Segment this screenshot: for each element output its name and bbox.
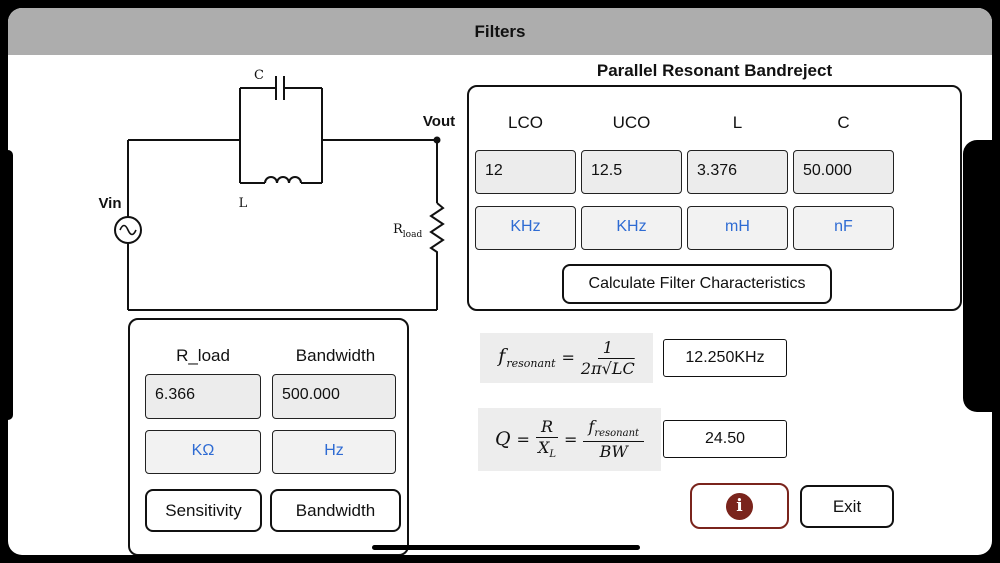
equals-sign: = <box>561 348 575 367</box>
circuit-diagram: Vin Vout C L Rload <box>98 68 455 311</box>
denominator: XL <box>538 438 556 460</box>
x-var: X <box>537 437 550 457</box>
uco-header: UCO <box>612 113 651 132</box>
inductor-label: L <box>239 196 248 211</box>
bandwidth-header: Bandwidth <box>295 346 376 365</box>
numerator: fresonant <box>583 416 645 443</box>
fraction: 1 2π√LC <box>581 339 635 377</box>
sine-icon <box>119 224 137 236</box>
c-input[interactable]: 50.000 <box>793 150 894 194</box>
f-var: f <box>498 345 506 368</box>
numerator: 1 <box>597 339 618 359</box>
vout-label: Vout <box>423 113 455 130</box>
panel-title: Parallel Resonant Bandreject <box>596 61 833 80</box>
l-unit-button[interactable]: mH <box>687 206 788 250</box>
rload-header: R_load <box>176 346 230 365</box>
bandwidth-button[interactable]: Bandwidth <box>270 489 401 532</box>
f-sub: resonant <box>594 428 640 440</box>
vin-label: Vin <box>98 195 121 212</box>
lco-unit-button[interactable]: KHz <box>475 206 576 250</box>
q-result: 24.50 <box>663 420 787 458</box>
rload-label: Rload <box>393 222 422 240</box>
home-indicator[interactable] <box>372 545 640 550</box>
fraction: R XL <box>535 418 558 460</box>
capacitor-icon <box>240 76 322 100</box>
load-bandwidth-panel: R_load Bandwidth 6.366 500.000 KΩ Hz Sen… <box>128 318 409 555</box>
bezel-cutout-right <box>963 140 992 412</box>
fresonant-formula: fresonant = 1 2π√LC <box>480 333 653 383</box>
phone-screen: Filters Vin Vout C L Rload Parallel Reso… <box>8 8 992 555</box>
resistor-icon <box>429 202 445 255</box>
bezel-cutout-left <box>8 150 13 420</box>
c-header: C <box>837 113 850 132</box>
numerator: R <box>535 418 558 438</box>
page-title: Filters <box>474 21 526 41</box>
q-formula: Q = R XL = fresonant BW <box>478 408 661 471</box>
lco-input[interactable]: 12 <box>475 150 576 194</box>
f-sub: resonant <box>506 356 556 370</box>
l-header: L <box>732 113 743 132</box>
filter-parameters-panel: LCO UCO L C 12 12.5 3.376 50.000 KHz KHz… <box>467 85 962 311</box>
q-var: Q <box>494 428 511 450</box>
fresonant-result: 12.250KHz <box>663 339 787 377</box>
uco-input[interactable]: 12.5 <box>581 150 682 194</box>
equals-sign: = <box>516 429 530 449</box>
fraction: fresonant BW <box>583 416 645 462</box>
f-var: f <box>588 416 595 436</box>
radicand: LC <box>611 358 635 378</box>
capacitor-label: C <box>254 68 264 83</box>
rload-unit-button[interactable]: KΩ <box>145 430 261 474</box>
l-input[interactable]: 3.376 <box>687 150 788 194</box>
c-unit-button[interactable]: nF <box>793 206 894 250</box>
two-pi: 2π <box>580 358 602 378</box>
lco-header: LCO <box>508 113 543 132</box>
denominator: 2π√LC <box>581 359 635 377</box>
titlebar: Filters <box>8 8 992 55</box>
inductor-icon <box>264 176 302 184</box>
calculate-button[interactable]: Calculate Filter Characteristics <box>562 264 832 304</box>
info-icon: i <box>726 492 753 520</box>
exit-button[interactable]: Exit <box>800 485 894 528</box>
x-sub: L <box>549 449 556 461</box>
rload-input[interactable]: 6.366 <box>145 374 261 419</box>
denominator: BW <box>599 442 628 462</box>
bandwidth-input[interactable]: 500.000 <box>272 374 396 419</box>
uco-unit-button[interactable]: KHz <box>581 206 682 250</box>
sqrt-sign: √ <box>601 358 612 378</box>
sensitivity-button[interactable]: Sensitivity <box>145 489 262 532</box>
equals-sign: = <box>563 429 578 449</box>
wire <box>239 88 323 183</box>
info-button[interactable]: i <box>690 483 789 529</box>
bandwidth-unit-button[interactable]: Hz <box>272 430 396 474</box>
